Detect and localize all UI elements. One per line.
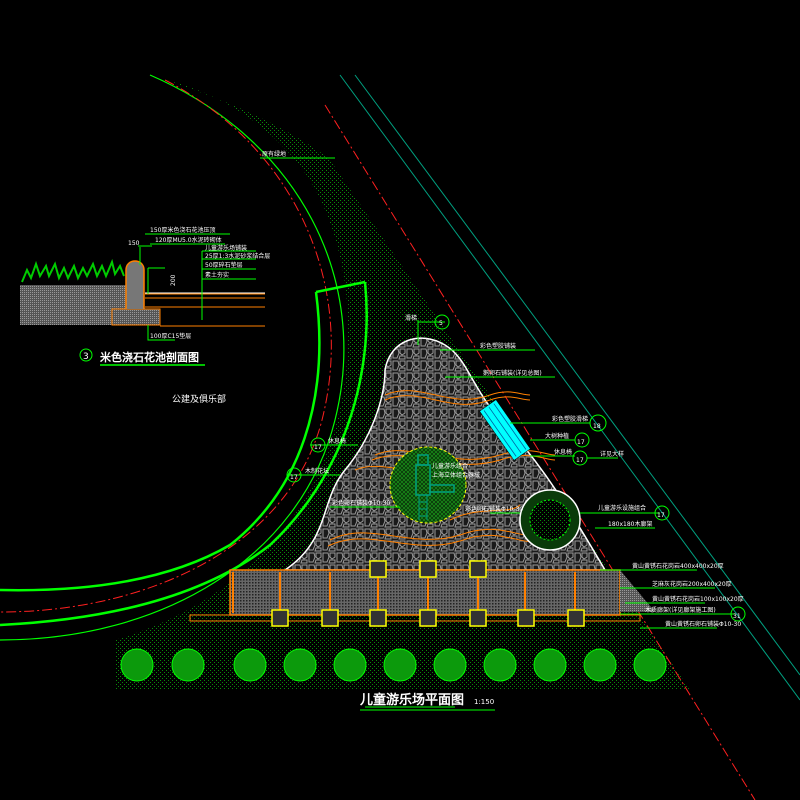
callout-ref: 17 — [657, 512, 665, 519]
callout-label: 彩色卵石铺装Φ10-30 — [465, 505, 523, 513]
callout-label: 彩色塑胶铺装 — [480, 342, 516, 350]
pergola-steps — [620, 570, 655, 612]
note-gravel: 50厚碎石垫层 — [205, 261, 243, 269]
tree-icon — [171, 648, 205, 682]
tree-icon — [383, 648, 417, 682]
section-title: 米色浇石花池剖面图 — [99, 350, 199, 364]
note-base: 100厚C15垫层 — [150, 332, 191, 340]
callout-label: 鹅卵石铺装(详见总图) — [483, 369, 542, 377]
boundary-line — [339, 74, 800, 701]
drawing-scale: 1:150 — [474, 698, 494, 706]
drawing-title: 儿童游乐场平面图 — [359, 692, 464, 708]
callout-label: 180x180木廊架 — [608, 520, 652, 528]
note-paving: 儿童游乐场铺装 — [205, 244, 247, 252]
callout-label: 休息椅 — [328, 437, 346, 445]
tree-icon — [283, 648, 317, 682]
callout-label: 详见大样 — [600, 450, 624, 458]
callout-label: 滑梯 — [405, 314, 417, 322]
callout-label: 木制花坛 — [305, 467, 329, 475]
orange-wave-stripes — [327, 390, 556, 547]
pergola-base — [189, 614, 641, 622]
callout-ref: 18 — [593, 423, 601, 430]
green-band-cap — [315, 280, 366, 294]
callout-label: 彩色卵石铺装Φ10-30 — [332, 499, 390, 507]
callout-label: 儿童游乐组合 — [432, 462, 468, 470]
callout-label: 儿童游乐设施组合 — [598, 504, 646, 512]
tree-icon — [233, 648, 267, 682]
planter-boxes — [271, 560, 585, 627]
callout-ref: 17 — [576, 457, 584, 464]
tree-icon — [333, 648, 367, 682]
section-number: 3 — [83, 352, 89, 362]
dim-width: 150 — [128, 240, 140, 247]
callout-label: 木质廊架(详见廊架施工图) — [645, 606, 716, 614]
callout-label: 芝麻灰花岗岩200x400x20厚 — [652, 580, 732, 588]
callout-labels: 原有绿地 滑梯 5 彩色塑胶铺装 鹅卵石铺装(详见总图) 彩色塑胶滑梯 18 大… — [262, 150, 744, 628]
tree-row — [120, 648, 667, 682]
callout-label: 黄山黄锈石花岗岩400x400x20厚 — [632, 562, 724, 570]
note-soil: 素土夯实 — [205, 271, 229, 279]
callout-label: 上海立体组合器械 — [432, 471, 480, 479]
play-equipment — [389, 446, 467, 524]
tree-icon — [533, 648, 567, 682]
callout-label: 黄山黄锈石卵石铺装Φ10-30 — [665, 620, 741, 628]
callout-ref: 17 — [290, 474, 298, 481]
boundary-line — [354, 74, 800, 676]
slide — [479, 399, 531, 461]
callout-leaders — [260, 157, 746, 708]
callout-label: 原有绿地 — [262, 150, 286, 158]
green-band-inner — [0, 291, 321, 592]
road-edge-arc — [0, 74, 345, 641]
callout-label: 彩色塑胶滑梯 — [552, 415, 588, 423]
note-coping: 150厚米色浇石花池压顶 — [150, 226, 215, 234]
note-mortar: 25厚1:3水泥砂浆结合层 — [205, 252, 270, 260]
tree-icon — [433, 648, 467, 682]
callout-ref: 17 — [314, 444, 322, 451]
red-arc — [0, 79, 332, 613]
tree-icon — [120, 648, 154, 682]
tree-icon — [633, 648, 667, 682]
green-band-outer — [0, 281, 368, 627]
callout-ref: 17 — [577, 439, 585, 446]
section-detail: 150厚米色浇石花池压顶 120厚MU5.0水泥砖砌体 150 200 儿童游乐… — [20, 226, 270, 366]
tree-planting — [519, 489, 581, 551]
building-label: 公建及俱乐部 — [172, 393, 226, 405]
note-brick: 120厚MU5.0水泥砖砌体 — [155, 236, 222, 244]
callout-label: 休息椅 — [554, 448, 572, 456]
tree-icon — [583, 648, 617, 682]
tree-icon — [483, 648, 517, 682]
callout-label: 大树种植 — [545, 432, 569, 440]
pergola-posts — [232, 572, 576, 613]
dim-height: 200 — [170, 274, 177, 286]
callout-ref: 5 — [439, 320, 443, 327]
plants-icon — [21, 258, 125, 283]
callout-label: 黄山黄锈石花岗岩100x100x20厚 — [652, 595, 744, 603]
callout-ref: 31 — [733, 613, 741, 620]
